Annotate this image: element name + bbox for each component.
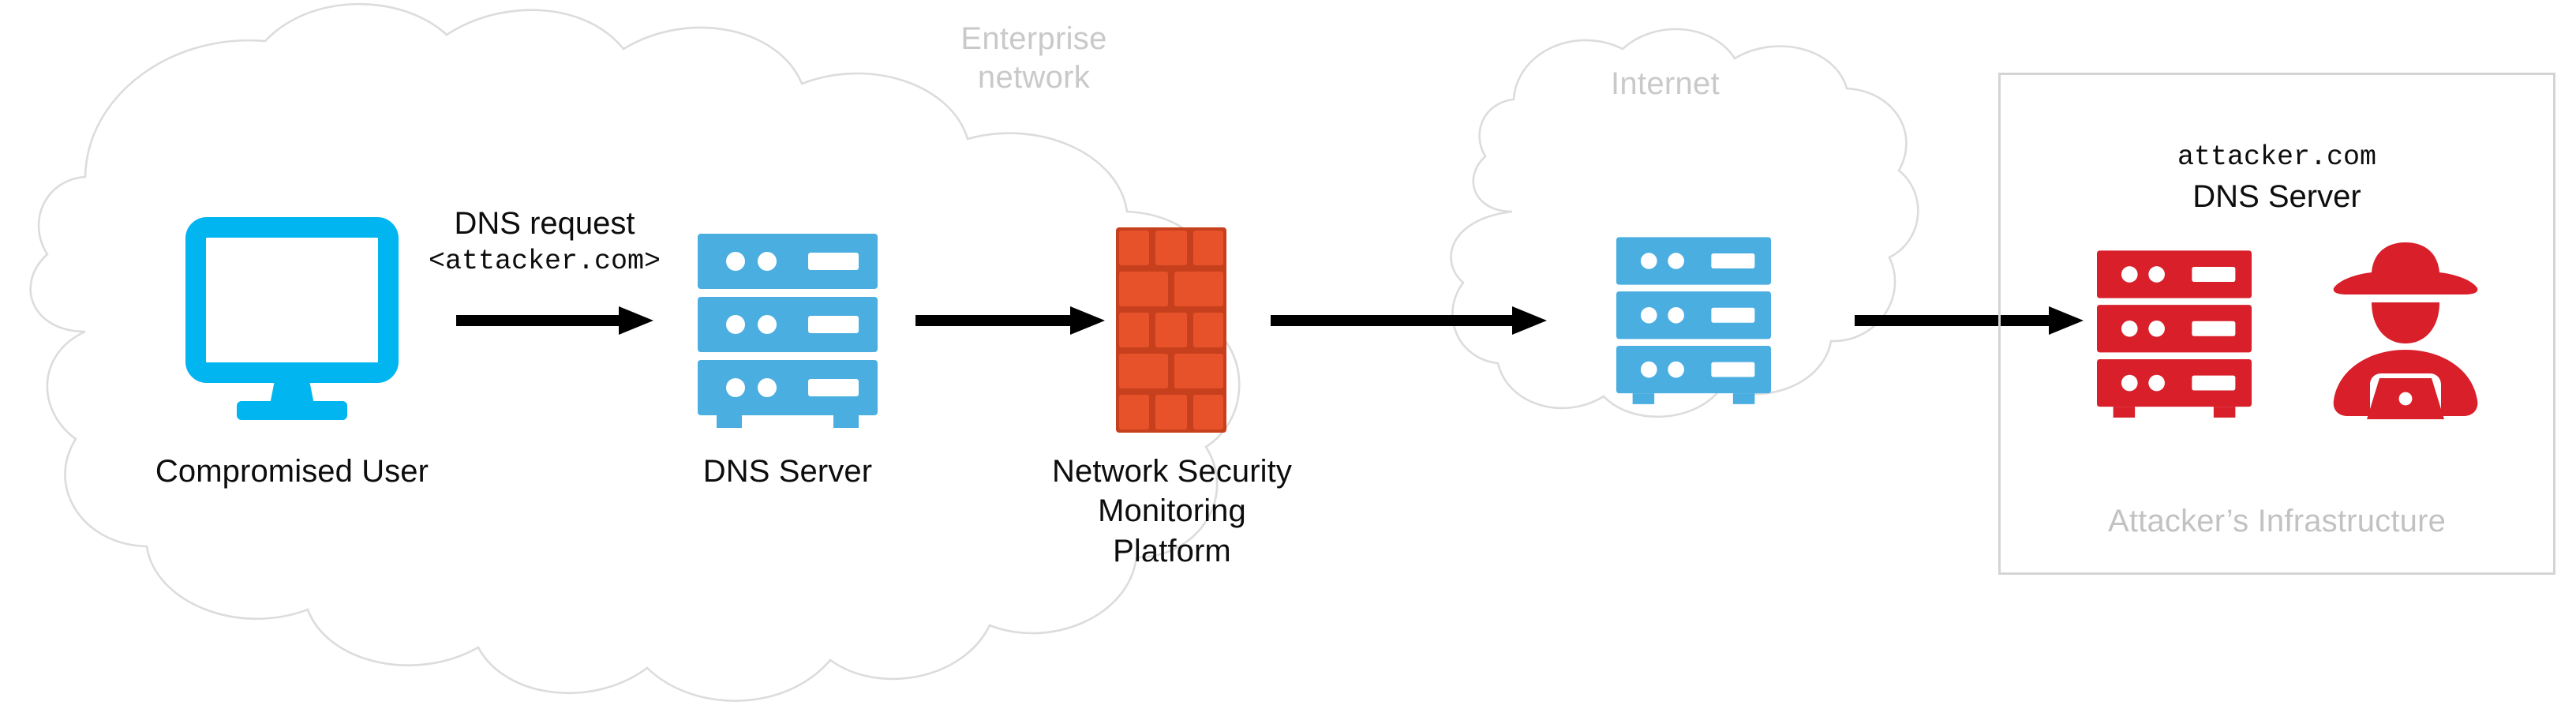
flow-label-line2: <attacker.com> <box>428 246 661 278</box>
node-label-compromised-user: Compromised User <box>155 454 429 489</box>
cloud-label-enterprise-network: Enterprise network <box>960 21 1107 95</box>
cloud-label-internet: Internet <box>1610 66 1720 101</box>
firewall-brick-icon <box>1116 227 1226 433</box>
attacker-domain: attacker.com <box>2177 141 2377 173</box>
node-label-dns-server: DNS Server <box>702 454 873 489</box>
node-label-network-security-monitoring-platform: Network Security Monitoring Platform <box>1052 454 1292 568</box>
attacker-panel-title: attacker.com DNS Server <box>2001 140 2553 217</box>
enterprise-network-cloud <box>29 2 1241 702</box>
attacker-role: DNS Server <box>2192 178 2361 214</box>
arrow-firewall-to-internet <box>1271 306 1547 335</box>
attacker-infrastructure-box: attacker.com DNS Server <box>1998 73 2555 575</box>
internet-cloud <box>1450 28 1919 418</box>
monitor-icon <box>185 217 399 420</box>
server-icon <box>698 234 878 428</box>
attacker-infrastructure-caption: Attacker’s Infrastructure <box>2107 504 2447 538</box>
arrow-internet-to-attacker <box>1855 306 2084 335</box>
flow-label-line1: DNS request <box>454 206 635 241</box>
server-icon <box>1616 237 1771 404</box>
flow-label-dns-request: DNS request <attacker.com> <box>387 204 702 279</box>
arrow-dns-to-firewall <box>915 306 1105 335</box>
arrow-user-to-dns <box>456 306 653 335</box>
hacker-icon <box>2333 242 2478 419</box>
server-icon <box>2097 250 2252 418</box>
